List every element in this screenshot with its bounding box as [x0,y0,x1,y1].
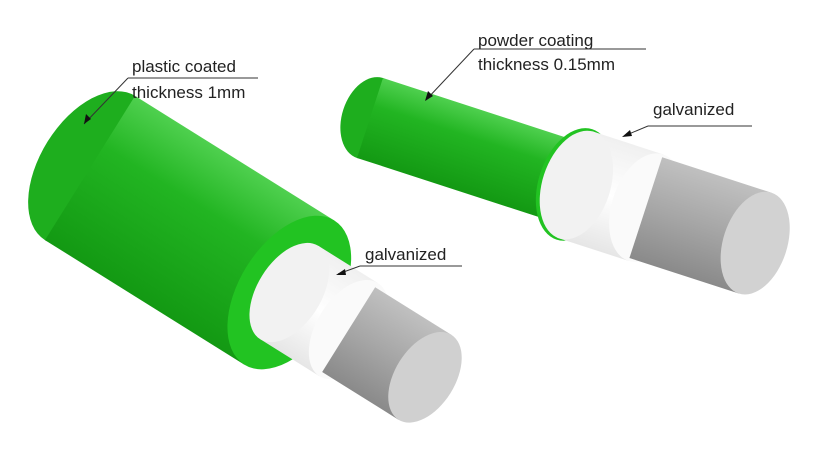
right-coating-leader [425,48,475,101]
right-core-label: galvanized [653,100,734,119]
left-coating-label-line2: thickness 1mm [132,83,245,102]
right-steel-end-face [720,191,790,295]
right-coating-body [357,78,588,225]
left-steel-end-face [388,332,462,423]
right-coating-label-line1: powder coating [478,31,593,50]
arrowhead-icon [425,91,433,101]
left-galvanized-start [249,242,330,343]
right-galvanized-start [539,130,614,240]
arrowhead-icon [84,114,91,124]
arrowhead-icon [622,130,632,137]
right-wire-powder-coated [340,77,790,295]
left-galvanized-layer [260,245,378,377]
left-coating-leader [83,77,129,125]
left-coating-label-line1: plastic coated [132,57,236,76]
arrowhead-icon [336,269,346,275]
left-core-label: galvanized [365,245,446,264]
left-wire-plastic-coated [28,91,462,423]
right-coating-label-line2: thickness 0.15mm [478,55,615,74]
